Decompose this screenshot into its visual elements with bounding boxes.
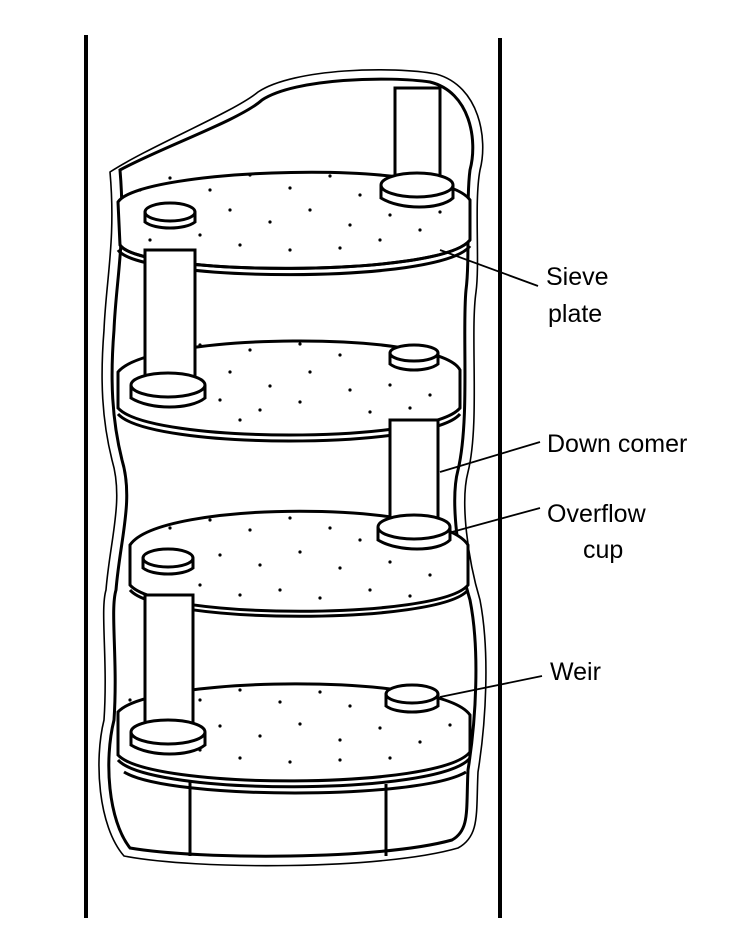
sieve-holes	[128, 173, 452, 764]
column-base	[123, 770, 467, 856]
weir-plate-3	[141, 547, 195, 576]
sieve-plate-3	[128, 509, 470, 618]
down-comer-4	[129, 593, 207, 756]
label-weir: Weir	[550, 658, 601, 686]
weir-plate-4	[384, 683, 440, 714]
label-sieve: Sieve	[546, 263, 609, 291]
cutaway-outline	[98, 69, 487, 867]
down-comer-2	[129, 248, 207, 409]
weir-plate-1	[143, 201, 197, 230]
label-plate: plate	[548, 300, 602, 328]
down-comer-3	[376, 418, 452, 551]
label-overflow: Overflow	[547, 500, 647, 528]
sieve-plate-4	[116, 682, 472, 789]
label-down-comer: Down comer	[547, 430, 687, 458]
leader-line-sieve-plate	[439, 249, 539, 287]
sieve-plate-2	[116, 339, 462, 443]
leader-line-weir	[439, 675, 543, 698]
down-comer-1	[379, 86, 455, 209]
leader-line-down-comer	[439, 441, 541, 473]
leader-line-overflow-cup	[451, 507, 541, 533]
weir-plate-2	[388, 343, 440, 372]
label-cup: cup	[583, 536, 623, 564]
